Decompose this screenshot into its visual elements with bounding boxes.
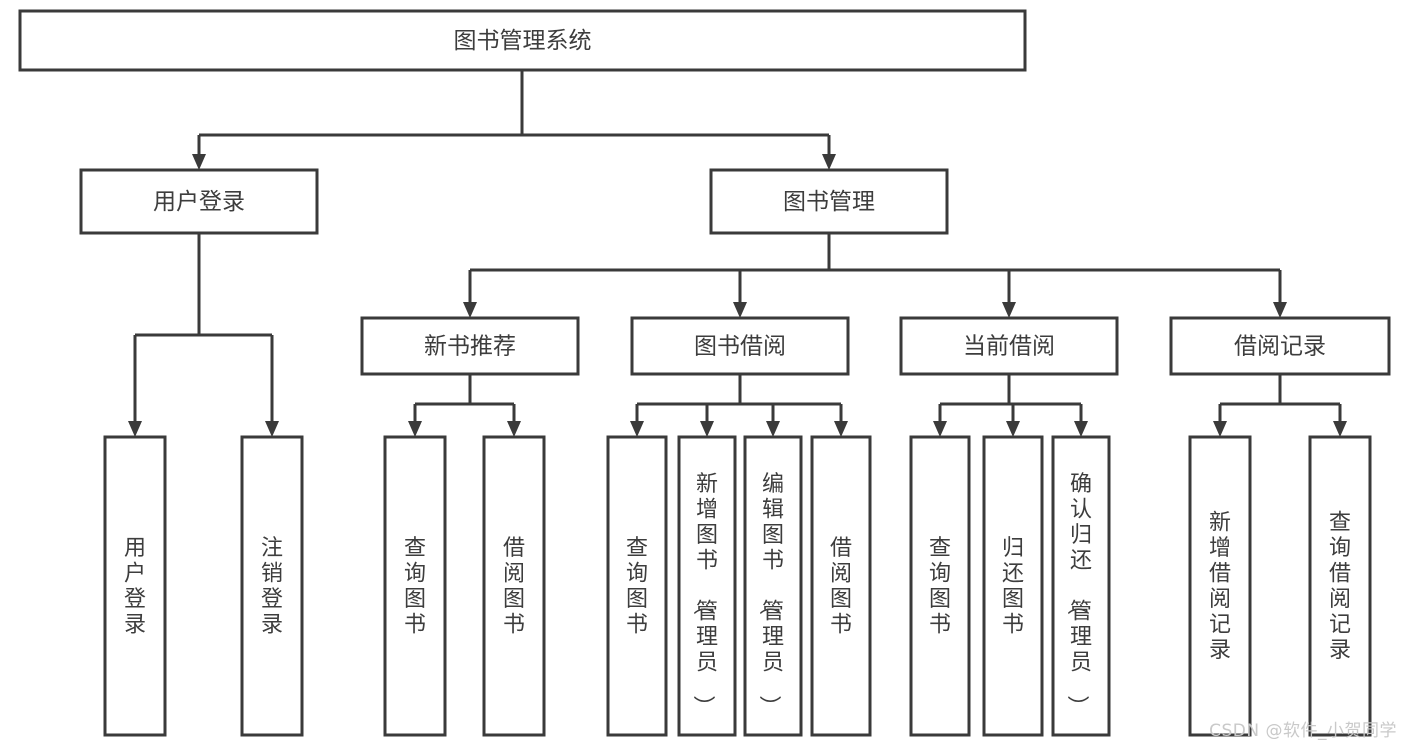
node-leaf-query-book-1-label: 查询图书 xyxy=(404,536,426,638)
connector-user-login-to-leaves xyxy=(128,233,279,437)
node-leaf-confirm-return-label: 确认归还（管理员） xyxy=(1064,472,1092,717)
node-leaf-query-book-1[interactable]: 查询图书 xyxy=(383,435,447,737)
node-leaf-user-login[interactable]: 用户登录 xyxy=(103,435,167,737)
node-leaf-confirm-return[interactable]: 确认归还（管理员） xyxy=(1051,435,1111,737)
node-current-borrow[interactable]: 当前借阅 xyxy=(899,316,1119,376)
connector-current-borrow-to-leaves xyxy=(933,374,1088,437)
node-leaf-logout[interactable]: 注销登录 xyxy=(240,435,304,737)
node-layer: 图书管理系统用户登录图书管理新书推荐图书借阅当前借阅借阅记录用户登录注销登录查询… xyxy=(18,9,1391,737)
node-leaf-return-book-label: 归还图书 xyxy=(1002,536,1024,638)
node-book-manage-label: 图书管理 xyxy=(783,189,875,215)
node-new-book-recommend-label: 新书推荐 xyxy=(424,334,516,360)
node-leaf-query-book-2[interactable]: 查询图书 xyxy=(606,435,668,737)
connector-book-borrow-to-leaves xyxy=(630,374,848,437)
node-leaf-query-book-3[interactable]: 查询图书 xyxy=(909,435,971,737)
node-leaf-add-book-label: 新增图书（管理员） xyxy=(690,472,718,717)
watermark-text: CSDN @软件_小贺同学 xyxy=(1209,721,1397,741)
connector-layer xyxy=(128,70,1347,437)
node-book-manage[interactable]: 图书管理 xyxy=(709,168,949,235)
node-leaf-query-record[interactable]: 查询借阅记录 xyxy=(1308,435,1372,737)
node-leaf-borrow-book-2[interactable]: 借阅图书 xyxy=(810,435,872,737)
node-leaf-add-book[interactable]: 新增图书（管理员） xyxy=(677,435,737,737)
node-root-system[interactable]: 图书管理系统 xyxy=(18,9,1027,72)
node-leaf-return-book[interactable]: 归还图书 xyxy=(982,435,1044,737)
connector-borrow-record-to-leaves xyxy=(1213,374,1347,437)
node-borrow-record-label: 借阅记录 xyxy=(1234,334,1326,360)
node-user-login[interactable]: 用户登录 xyxy=(79,168,319,235)
node-leaf-add-record-label: 新增借阅记录 xyxy=(1209,510,1231,663)
node-leaf-logout-label: 注销登录 xyxy=(261,536,283,638)
connector-new-book-to-leaves xyxy=(408,374,521,437)
node-book-borrow[interactable]: 图书借阅 xyxy=(630,316,850,376)
node-leaf-query-book-2-label: 查询图书 xyxy=(626,536,648,638)
node-leaf-borrow-book-1[interactable]: 借阅图书 xyxy=(482,435,546,737)
node-leaf-borrow-book-2-label: 借阅图书 xyxy=(830,536,852,638)
connector-book-manage-to-level3 xyxy=(463,233,1287,318)
node-leaf-edit-book-label: 编辑图书（管理员） xyxy=(756,472,784,717)
node-leaf-add-record[interactable]: 新增借阅记录 xyxy=(1188,435,1252,737)
node-leaf-edit-book[interactable]: 编辑图书（管理员） xyxy=(743,435,803,737)
node-user-login-label: 用户登录 xyxy=(153,189,245,215)
node-root-system-label: 图书管理系统 xyxy=(454,28,592,54)
node-book-borrow-label: 图书借阅 xyxy=(694,334,786,360)
node-leaf-query-record-label: 查询借阅记录 xyxy=(1329,510,1351,663)
node-leaf-borrow-book-1-label: 借阅图书 xyxy=(503,536,525,638)
node-leaf-user-login-label: 用户登录 xyxy=(124,536,146,638)
node-new-book-recommend[interactable]: 新书推荐 xyxy=(360,316,580,376)
node-current-borrow-label: 当前借阅 xyxy=(963,334,1055,360)
node-borrow-record[interactable]: 借阅记录 xyxy=(1169,316,1391,376)
node-leaf-query-book-3-label: 查询图书 xyxy=(929,536,951,638)
connector-root-to-level2 xyxy=(192,70,836,170)
